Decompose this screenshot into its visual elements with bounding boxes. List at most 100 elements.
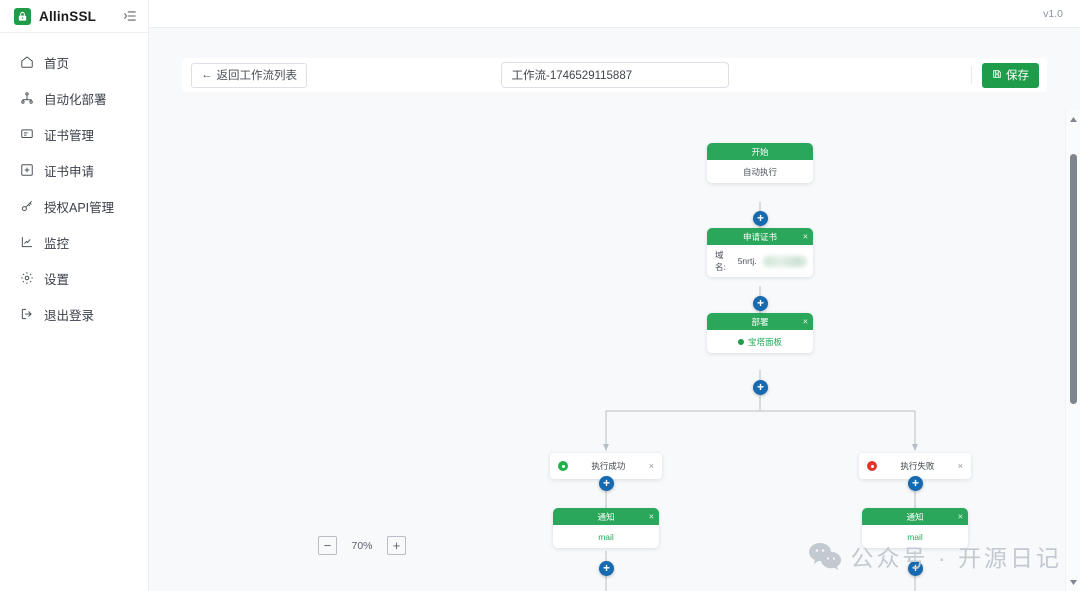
arrow-left-icon: ← (201, 69, 213, 81)
sidebar-item-label: 证书申请 (44, 164, 95, 179)
sidebar-divider (0, 32, 148, 33)
main-area: v1.0 ← 返回工作流列表 (149, 0, 1080, 591)
back-button-label: 返回工作流列表 (216, 70, 298, 82)
monitor-icon (19, 235, 34, 250)
flow-node-deploy[interactable]: 部署 × 宝塔面板 (707, 313, 813, 353)
sidebar-item-label: 自动化部署 (44, 92, 107, 107)
flow-node-start[interactable]: 开始 自动执行 (707, 143, 813, 183)
sidebar-item-cert-manage[interactable]: 证书管理 (0, 116, 148, 152)
node-body-text: mail (907, 531, 923, 542)
node-title: 通知 (597, 511, 615, 522)
sidebar-item-settings[interactable]: 设置 (0, 260, 148, 296)
flow-node-apply-cert[interactable]: 申请证书 × 域名: 5nrtj. (707, 228, 813, 277)
masked-domain-redaction (762, 255, 807, 267)
node-body-text: 宝塔面板 (747, 336, 782, 347)
zoom-in-button[interactable]: + (387, 536, 406, 555)
flow-node-notify-success[interactable]: 通知 × mail (553, 508, 659, 548)
node-body: 宝塔面板 (707, 330, 813, 353)
node-header: 开始 (707, 143, 813, 160)
workflow-name-input[interactable] (500, 62, 729, 88)
add-node-button[interactable]: + (753, 211, 768, 226)
plus-square-icon (19, 163, 34, 178)
allinssl-logo-icon (14, 7, 31, 25)
close-icon[interactable]: × (957, 461, 963, 471)
save-disk-icon (992, 69, 1002, 82)
node-header: 申请证书 × (707, 228, 813, 245)
node-header: 通知 × (553, 508, 659, 525)
node-title: 开始 (751, 146, 769, 157)
node-title: 通知 (906, 511, 924, 522)
scroll-down-arrow-icon[interactable] (1066, 575, 1080, 589)
sidebar-item-label: 首页 (44, 56, 70, 71)
node-body: 自动执行 (707, 160, 813, 183)
logout-icon (19, 307, 34, 322)
list-collapse-icon[interactable] (122, 8, 138, 24)
sidebar-item-label: 退出登录 (44, 308, 95, 323)
node-body: mail (553, 525, 659, 548)
sidebar-item-api-manage[interactable]: 授权API管理 (0, 188, 148, 224)
sitemap-icon (19, 91, 34, 106)
sidebar-header: AllinSSL (0, 0, 148, 32)
zoom-level-label: 70% (351, 539, 373, 552)
close-icon[interactable]: × (802, 316, 808, 326)
toolbar-right-group: 保存 (971, 62, 1039, 88)
flow-condition-success[interactable]: 执行成功 × (550, 453, 662, 479)
zoom-controls: − 70% + (318, 536, 406, 555)
sidebar-item-monitor[interactable]: 监控 (0, 224, 148, 260)
close-icon[interactable]: × (648, 511, 654, 521)
toolbar-divider (971, 66, 972, 84)
back-to-workflow-list-button[interactable]: ← 返回工作流列表 (191, 62, 307, 88)
workflow-toolbar: ← 返回工作流列表 保存 (182, 58, 1047, 92)
home-icon (19, 55, 34, 70)
add-node-button[interactable]: + (908, 561, 923, 576)
node-body-text: 自动执行 (742, 166, 777, 177)
sidebar: AllinSSL 首页 (0, 0, 149, 591)
node-body-text: mail (598, 531, 614, 542)
sidebar-item-home[interactable]: 首页 (0, 44, 148, 80)
sidebar-item-label: 授权API管理 (44, 200, 115, 215)
sidebar-item-label: 设置 (44, 272, 70, 287)
certificate-icon (19, 127, 34, 142)
add-node-button[interactable]: + (599, 476, 614, 491)
node-body-text: 5nrtj. (737, 256, 757, 266)
condition-label: 执行成功 (591, 461, 626, 471)
scroll-up-arrow-icon[interactable] (1066, 112, 1080, 126)
canvas-scrollbar[interactable] (1065, 110, 1080, 591)
node-title: 部署 (751, 316, 769, 327)
sidebar-item-logout[interactable]: 退出登录 (0, 296, 148, 332)
workflow-editor: ← 返回工作流列表 保存 (149, 28, 1080, 591)
add-node-button[interactable]: + (753, 380, 768, 395)
bt-panel-icon (737, 338, 744, 345)
close-icon[interactable]: × (802, 231, 808, 241)
brand-name: AllinSSL (39, 8, 97, 24)
close-icon[interactable]: × (957, 511, 963, 521)
zoom-out-button[interactable]: − (318, 536, 337, 555)
key-icon (19, 199, 34, 214)
save-button-label: 保存 (1006, 70, 1029, 82)
sidebar-item-auto-deploy[interactable]: 自动化部署 (0, 80, 148, 116)
node-title: 申请证书 (742, 231, 777, 242)
add-node-button[interactable]: + (908, 476, 923, 491)
node-header: 通知 × (862, 508, 968, 525)
flow-condition-failure[interactable]: 执行失败 × (859, 453, 971, 479)
failure-error-icon (867, 461, 877, 471)
gear-icon (19, 271, 34, 286)
scrollbar-thumb[interactable] (1070, 154, 1077, 404)
node-body: 域名: 5nrtj. (707, 245, 813, 277)
flow-node-notify-failure[interactable]: 通知 × mail (862, 508, 968, 548)
flow-canvas[interactable]: 开始 自动执行 申请证书 × 域名: 5nrtj. (149, 110, 1064, 591)
success-check-icon (558, 461, 568, 471)
condition-label: 执行失败 (900, 461, 935, 471)
version-label: v1.0 (1043, 7, 1063, 20)
top-bar: v1.0 (149, 0, 1080, 28)
node-body: mail (862, 525, 968, 548)
add-node-button[interactable]: + (753, 296, 768, 311)
sidebar-item-label: 证书管理 (44, 128, 95, 143)
add-node-button[interactable]: + (599, 561, 614, 576)
node-body-prefix: 域名: (715, 250, 726, 272)
save-button[interactable]: 保存 (982, 62, 1039, 88)
sidebar-item-cert-apply[interactable]: 证书申请 (0, 152, 148, 188)
close-icon[interactable]: × (648, 461, 654, 471)
sidebar-menu: 首页 自动化部署 证书管理 (0, 33, 148, 332)
